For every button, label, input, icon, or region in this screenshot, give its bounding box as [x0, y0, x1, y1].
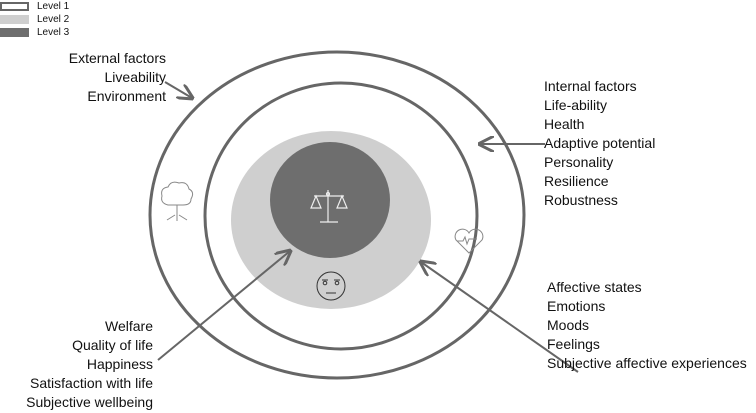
label: Robustness: [544, 192, 618, 208]
label: Personality: [544, 154, 614, 170]
level-3-ellipse: [270, 142, 390, 258]
tree-icon: [161, 181, 194, 221]
label: Affective states: [547, 279, 642, 295]
label: Moods: [547, 317, 590, 333]
legend-label: Level 2: [37, 14, 70, 25]
arrow-affective: [421, 262, 579, 373]
legend-label: Level 1: [37, 1, 70, 12]
scales-icon: [310, 190, 348, 223]
label: Welfare: [105, 318, 153, 334]
label: Liveability: [104, 69, 166, 85]
label: Emotions: [547, 298, 606, 314]
label: Subjective wellbeing: [26, 394, 153, 410]
heart-icon: [454, 228, 484, 254]
internal-factors-list: Internal factors Life-ability Health Ada…: [544, 77, 655, 210]
label: Health: [544, 116, 585, 132]
level-1-inner-ellipse: [203, 81, 479, 351]
legend-level-3: Level 3: [0, 26, 69, 39]
legend-level-1: Level 1: [0, 0, 69, 13]
affective-states-list: Affective states Emotions Moods Feelings…: [547, 278, 747, 373]
legend-level-2: Level 2: [0, 13, 69, 26]
level-1-outer-ellipse: [148, 50, 526, 380]
label: Environment: [87, 88, 166, 104]
label: External factors: [68, 50, 166, 66]
label: Adaptive potential: [544, 135, 656, 151]
legend-label: Level 3: [37, 27, 70, 38]
legend: Level 1 Level 2 Level 3: [0, 0, 69, 39]
label: Life-ability: [544, 97, 608, 113]
arrow-wellbeing: [157, 251, 290, 361]
arrow-external: [164, 81, 192, 98]
label: Feelings: [547, 336, 600, 352]
external-factors-list: External factors Liveability Environment: [69, 49, 166, 106]
label: Quality of life: [72, 337, 153, 353]
wellbeing-list: Welfare Quality of life Happiness Satisf…: [26, 317, 153, 412]
label: Subjective affective experiences: [547, 355, 747, 371]
label: Satisfaction with life: [30, 375, 153, 391]
label: Resilience: [544, 173, 609, 189]
label: Internal factors: [544, 78, 637, 94]
neutral-face-icon: [316, 271, 346, 301]
label: Happiness: [86, 356, 153, 372]
